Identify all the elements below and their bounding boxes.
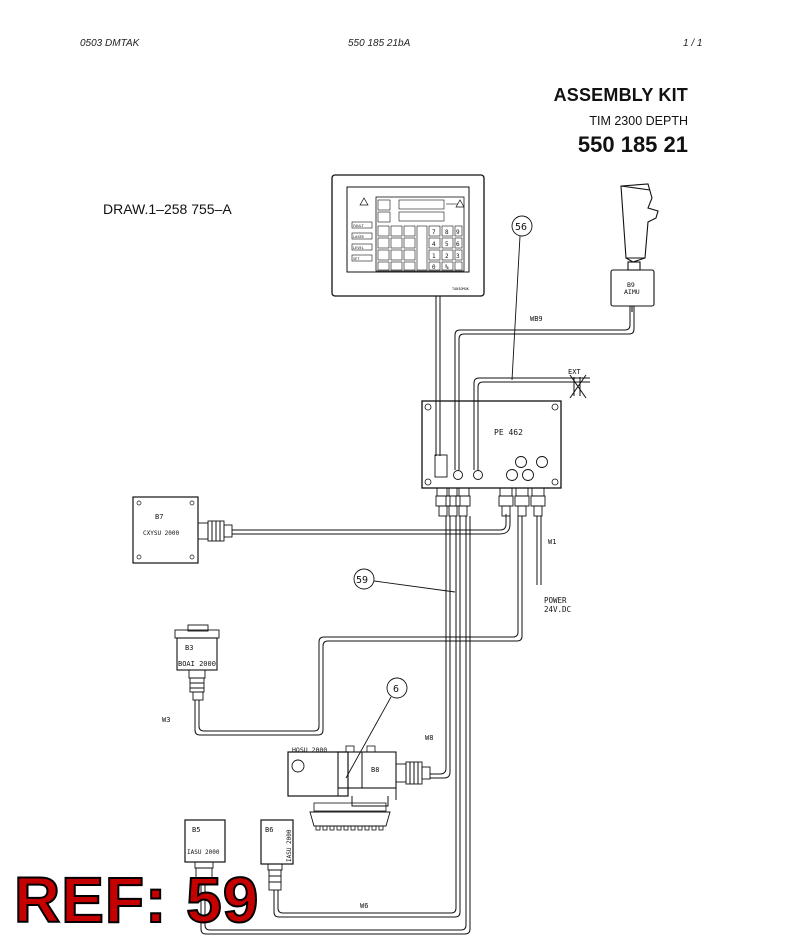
display-digit-key: 8 xyxy=(445,229,449,236)
callout-56-label: 56 xyxy=(515,222,527,233)
wire-label-w6: W6 xyxy=(360,902,368,910)
sensor-b3 xyxy=(174,624,220,701)
display-digit-key: 5 xyxy=(445,241,449,248)
level-icon xyxy=(455,199,465,208)
power-voltage: 24V.DC xyxy=(544,605,571,614)
kit-subtitle: TIM 2300 DEPTH xyxy=(589,114,688,128)
callout-6 xyxy=(345,677,408,779)
gear-tooth xyxy=(329,825,335,831)
joystick-b9 xyxy=(610,183,659,312)
wire-label-wb9: WB9 xyxy=(530,315,543,323)
display-side-key: FAULT xyxy=(353,224,365,228)
b5-id: B5 xyxy=(192,826,200,834)
display-side-key: SET xyxy=(353,257,360,261)
callout-56 xyxy=(511,215,533,381)
cable-gland xyxy=(515,487,529,497)
callout-6-label: 6 xyxy=(393,684,399,695)
power-label: POWER xyxy=(544,596,567,605)
display-digit-key: 6 xyxy=(456,241,460,248)
gear-tooth xyxy=(322,825,328,831)
display-side-key: LASER xyxy=(353,235,365,239)
b6-name: IASU 2000 xyxy=(286,829,293,862)
b9-id: B9 xyxy=(627,281,635,289)
gear-tooth xyxy=(357,825,363,831)
gear-tooth xyxy=(378,825,384,831)
display-digit-key: 1 xyxy=(432,253,436,260)
sensor-b7 xyxy=(132,496,233,564)
gear-tooth xyxy=(371,825,377,831)
display-brand: TANIOMOK xyxy=(452,287,470,291)
display-digit-key: 4 xyxy=(432,241,436,248)
b6-id: B6 xyxy=(265,826,273,834)
callout-59-label: 59 xyxy=(356,575,368,586)
b5-name: IASU 2000 xyxy=(187,849,220,856)
b7-id: B7 xyxy=(155,513,163,521)
wire-label-w8: W8 xyxy=(425,734,433,742)
gear-tooth xyxy=(350,825,356,831)
cable-gland-tip xyxy=(438,505,448,517)
display-digit-key: 7 xyxy=(432,229,436,236)
gear-tooth xyxy=(336,825,342,831)
cable-gland xyxy=(531,487,545,497)
cable-gland-nut xyxy=(498,495,514,507)
b8-name: HOSU 2000 xyxy=(292,746,327,754)
b8-id: B8 xyxy=(371,766,379,774)
cable-gland-nut xyxy=(445,495,461,507)
b7-name: CXYSU 2000 xyxy=(143,530,180,537)
display-digit-key: 3 xyxy=(456,253,460,260)
cable-gland-tip xyxy=(448,505,458,517)
display-digit-key: % xyxy=(445,264,449,271)
header-doc-number: 550 185 21bA xyxy=(348,38,411,49)
cable-gland-nut xyxy=(530,495,546,507)
b9-name: AIMU xyxy=(624,288,640,296)
cable-gland-tip xyxy=(458,505,468,517)
sensor-b5 xyxy=(184,819,226,881)
cable-gland-nut xyxy=(514,495,530,507)
b3-name: BOAI 2000 xyxy=(178,660,216,668)
b3-id: B3 xyxy=(185,644,193,652)
kit-number: 550 185 21 xyxy=(577,132,688,157)
display-digit-key: 0 xyxy=(432,264,436,271)
sensor-b8 xyxy=(287,745,431,827)
wire-label-w3: W3 xyxy=(162,716,170,724)
cable-gland xyxy=(499,487,513,497)
sensor-b6 xyxy=(260,819,294,891)
ext-cross xyxy=(569,374,587,399)
header-page-number: 1 / 1 xyxy=(683,38,703,49)
cable-gland-nut xyxy=(455,495,471,507)
display-unit xyxy=(331,174,485,297)
gear-tooth xyxy=(343,825,349,831)
gear-tooth xyxy=(364,825,370,831)
display-digit-key: 2 xyxy=(445,253,449,260)
wire-label-ext: EXT xyxy=(568,368,581,376)
title-block: ASSEMBLY KIT TIM 2300 DEPTH 550 185 21 xyxy=(554,85,688,158)
cable-gland-tip xyxy=(533,505,543,517)
header-doc-code: 0503 DMTAK xyxy=(80,38,140,49)
gear-tooth xyxy=(315,825,321,831)
wire-label-w1: W1 xyxy=(548,538,556,546)
display-side-key: LEVEL xyxy=(353,246,364,250)
callout-59 xyxy=(353,568,456,593)
pe462-label: PE 462 xyxy=(494,428,523,437)
cable-gland-tip xyxy=(517,505,527,517)
display-digit-key: 9 xyxy=(456,229,460,236)
kit-title: ASSEMBLY KIT xyxy=(553,85,688,105)
drawing-number: DRAW.1–258 755–A xyxy=(103,201,232,217)
cable-gland-nut xyxy=(435,495,451,507)
reference-label: REF: 59 xyxy=(13,864,260,936)
warning-icon xyxy=(359,197,369,206)
cables xyxy=(194,296,635,935)
processor-pe462 xyxy=(421,400,562,489)
